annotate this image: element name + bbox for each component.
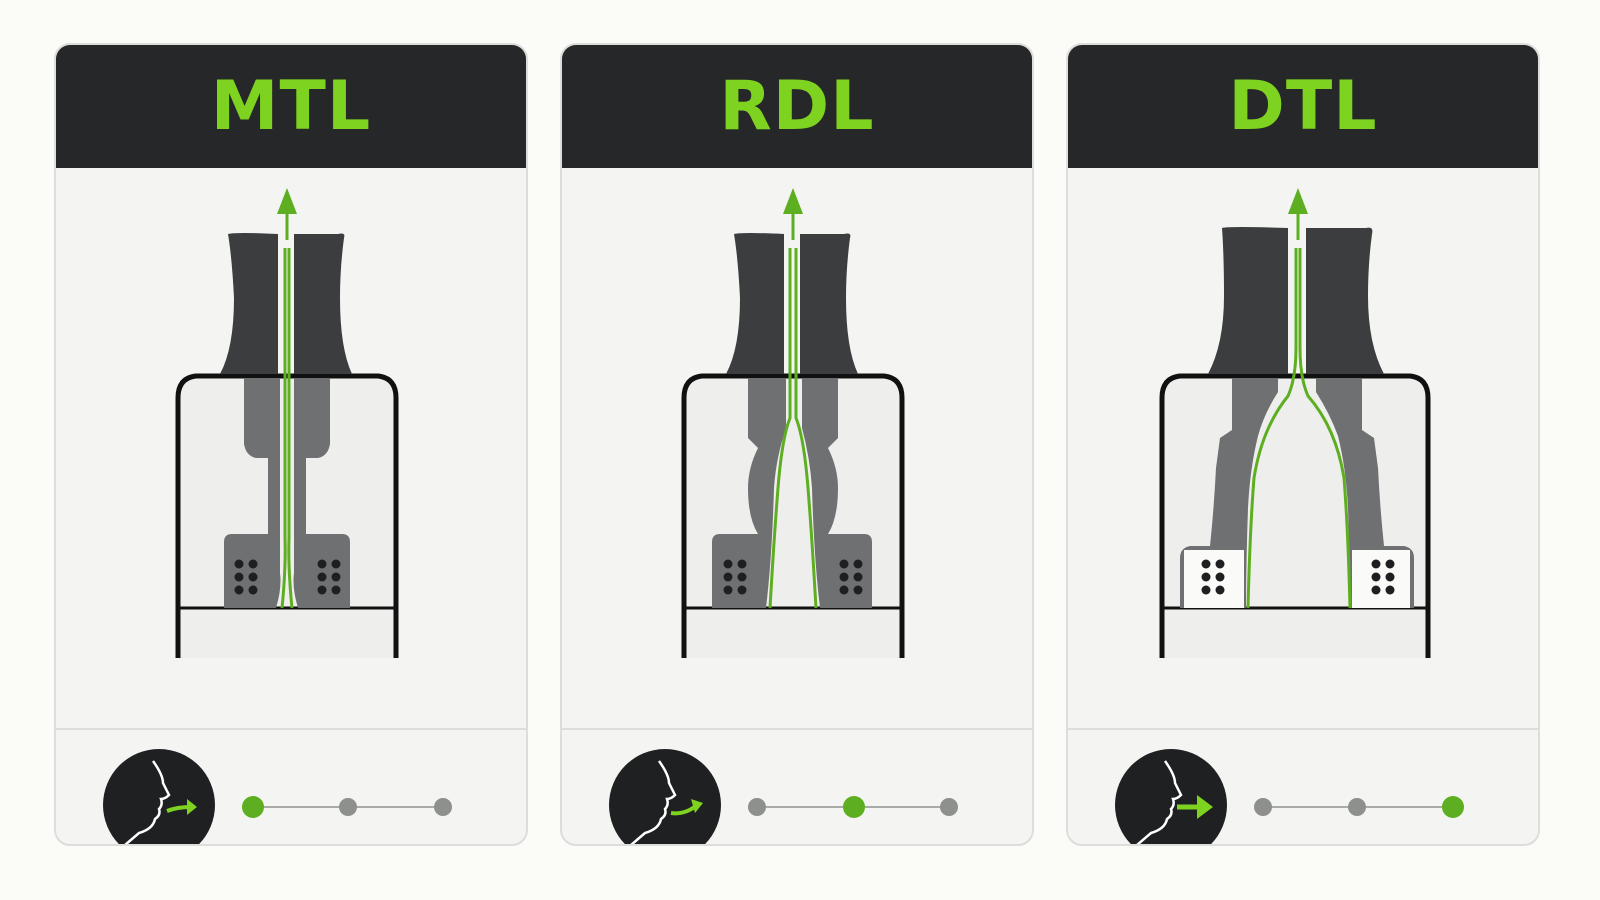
card-title-mtl: MTL: [210, 67, 372, 146]
card-header: RDL: [562, 45, 1032, 168]
scale-dot-2: [843, 796, 865, 818]
scale-dot-3: [1442, 796, 1464, 818]
tank-outline: [175, 373, 399, 658]
airflow-path: [768, 248, 818, 609]
card-mtl: MTL: [54, 43, 528, 846]
upward-airflow-arrow-icon: [277, 188, 297, 214]
tank-outline: [681, 373, 905, 658]
upward-airflow-arrow-icon: [783, 188, 803, 214]
airflow-scale: [562, 730, 1032, 844]
scale-dot-1: [1254, 798, 1272, 816]
scale-dot-3: [940, 798, 958, 816]
card-dtl: DTL: [1066, 43, 1540, 846]
coil-holes-left: [723, 559, 747, 595]
rdl-cross-section-diagram: [681, 188, 905, 658]
chimney-and-coil: [712, 378, 872, 608]
scale-dot-3: [434, 798, 452, 816]
airflow-scale: [56, 730, 526, 844]
tank-outline: [1159, 373, 1431, 658]
card-title-rdl: RDL: [719, 67, 875, 146]
card-header: DTL: [1068, 45, 1538, 168]
inhale-face-icon: [103, 749, 215, 844]
inhale-face-icon: [609, 749, 721, 844]
scale-dot-2: [1348, 798, 1366, 816]
scale-dot-2: [339, 798, 357, 816]
chimney-and-coil: [1180, 378, 1414, 608]
drip-tip: [220, 233, 352, 374]
divider: [1068, 728, 1538, 730]
drip-tip: [1208, 227, 1384, 374]
scale-dot-1: [242, 796, 264, 818]
coil-holes-left: [1201, 559, 1225, 595]
coil-holes-right: [839, 559, 863, 595]
card-header: MTL: [56, 45, 526, 168]
divider: [56, 728, 526, 730]
upward-airflow-arrow-icon: [1288, 188, 1308, 214]
coil-holes-left: [234, 559, 258, 595]
mtl-cross-section-diagram: [175, 188, 399, 658]
coil-holes-right: [317, 559, 341, 595]
divider: [562, 728, 1032, 730]
drip-tip: [726, 233, 858, 374]
chimney-and-coil: [224, 378, 350, 608]
card-title-dtl: DTL: [1228, 67, 1378, 146]
coil-holes-right: [1371, 559, 1395, 595]
scale-dot-1: [748, 798, 766, 816]
airflow-path: [1246, 248, 1352, 609]
dtl-cross-section-diagram: [1159, 188, 1431, 658]
card-rdl: RDL: [560, 43, 1034, 846]
inhale-face-icon: [1115, 749, 1227, 844]
airflow-scale: [1068, 730, 1538, 844]
airflow-path: [280, 248, 294, 609]
